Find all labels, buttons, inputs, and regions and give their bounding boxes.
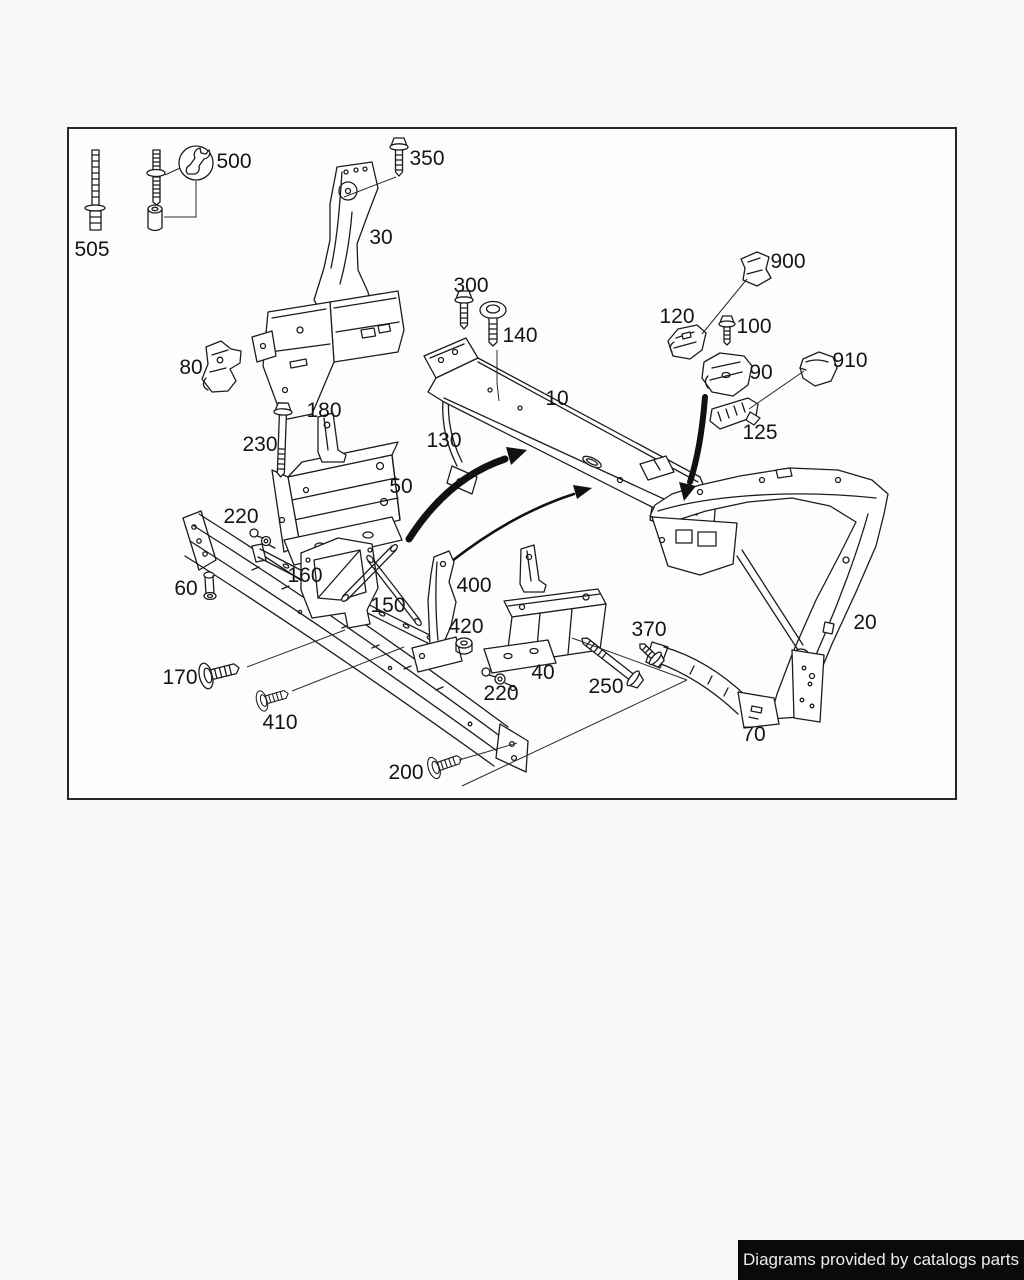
callout-20: 20: [853, 611, 877, 634]
screw-170: [195, 654, 243, 691]
clip-120: [667, 324, 707, 360]
callout-10: 10: [545, 387, 569, 410]
callout-420: 420: [448, 615, 484, 638]
callout-120: 120: [659, 305, 695, 328]
part-160-bracket: [300, 537, 379, 629]
rod-150: [341, 544, 422, 627]
screw-410: [253, 682, 292, 713]
clip-910: [799, 351, 838, 387]
callout-900: 900: [770, 250, 806, 273]
callout-50: 50: [389, 475, 413, 498]
callout-70: 70: [742, 723, 766, 746]
bolt-350: [389, 137, 409, 177]
part-400-bracket: [411, 550, 463, 673]
part-180-bracket-left: [317, 412, 347, 463]
callout-910: 910: [832, 349, 868, 372]
footer-credit-bar: Diagrams provided by catalogs parts: [738, 1240, 1024, 1280]
callout-300: 300: [453, 274, 489, 297]
callout-170: 170: [162, 666, 198, 689]
callout-90: 90: [749, 361, 773, 384]
callout-150: 150: [370, 594, 406, 617]
wrench-icon: [178, 145, 214, 181]
clip-90: [701, 352, 753, 397]
part-80-bracket: [201, 340, 242, 393]
callout-370: 370: [631, 618, 667, 641]
callout-60: 60: [174, 577, 198, 600]
part-70-rail: [645, 641, 780, 729]
callout-410: 410: [262, 711, 298, 734]
part-30-bracket: [251, 161, 405, 421]
callout-500: 500: [216, 150, 252, 173]
callout-400: 400: [456, 574, 492, 597]
callout-220-right: 220: [483, 682, 519, 705]
screw-200: [424, 747, 466, 781]
fastener-60: [203, 571, 217, 601]
footer-credit-text: Diagrams provided by catalogs parts: [743, 1250, 1019, 1269]
clip-900: [740, 251, 772, 287]
callout-30: 30: [369, 226, 393, 249]
callout-125: 125: [742, 421, 778, 444]
callout-350: 350: [409, 147, 445, 170]
clip-220-left: [249, 528, 276, 549]
nut-420: [455, 637, 473, 655]
callout-130: 130: [426, 429, 462, 452]
part-500-stud: [146, 149, 166, 206]
part-20-side-member: [639, 455, 889, 723]
bolt-100: [718, 315, 736, 346]
callout-200: 200: [388, 761, 424, 784]
pad-125: [709, 397, 761, 430]
callout-160: 160: [287, 564, 323, 587]
part-180-bracket-right: [519, 544, 547, 593]
callout-505: 505: [74, 238, 110, 261]
callout-40: 40: [531, 661, 555, 684]
leader-lines: [164, 167, 805, 787]
callout-250: 250: [588, 675, 624, 698]
callout-220-left: 220: [223, 505, 259, 528]
callout-230: 230: [242, 433, 278, 456]
callout-180-left: 180: [306, 399, 342, 422]
callout-100: 100: [736, 315, 772, 338]
direction-arrows: [405, 394, 708, 563]
part-500-socket: [147, 204, 163, 232]
callout-80: 80: [179, 356, 203, 379]
part-505-rivet: [84, 149, 106, 231]
clip-220-right: [481, 667, 517, 692]
callout-140: 140: [502, 324, 538, 347]
